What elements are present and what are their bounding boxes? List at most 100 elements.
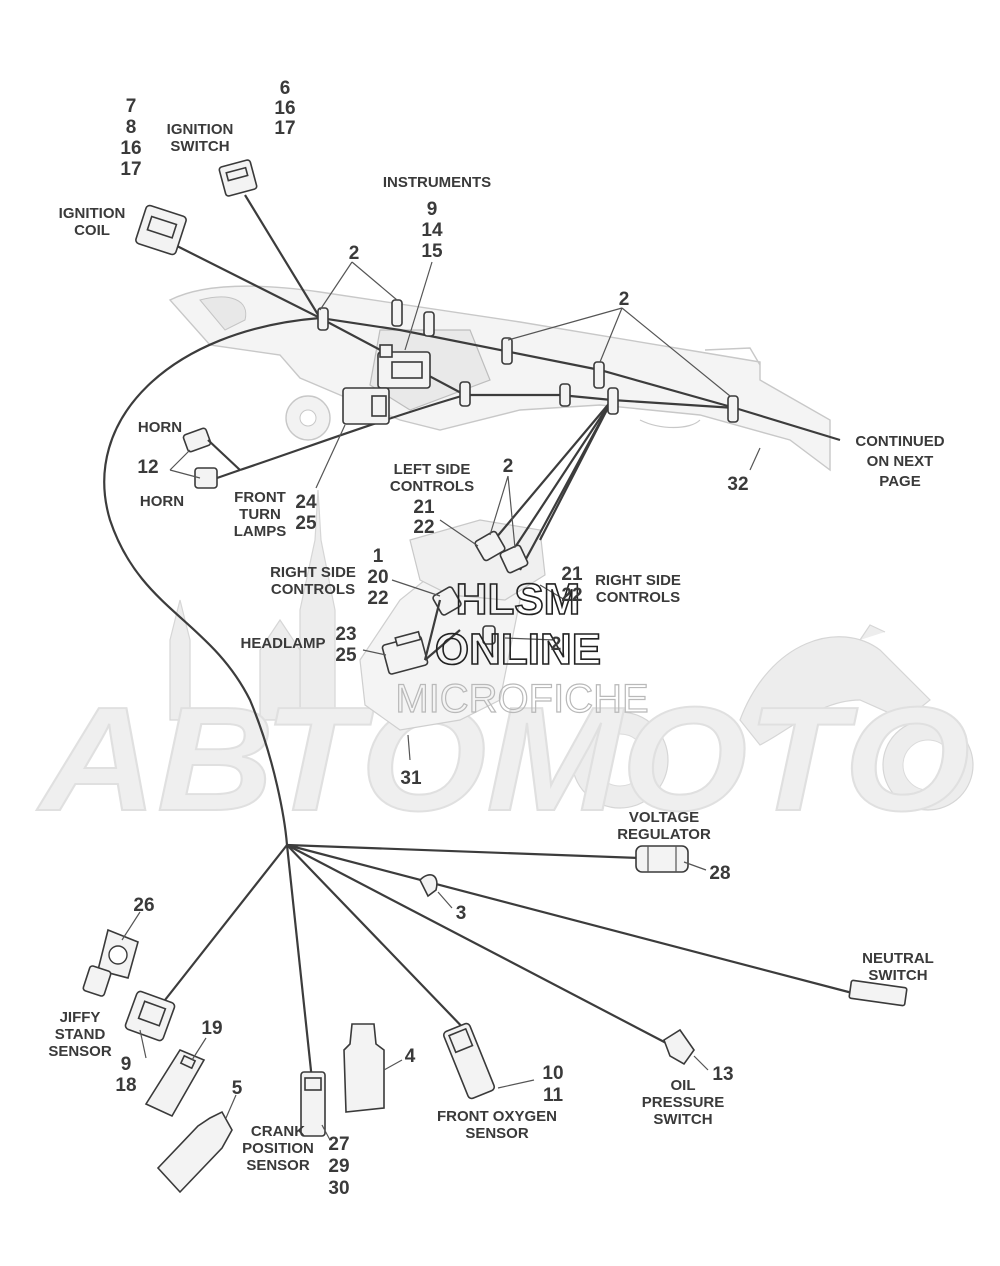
clip-icon	[391, 299, 403, 327]
ignition-coil-label-2: COIL	[74, 222, 110, 239]
ref-number: 25	[295, 513, 317, 534]
motorcycle-watermark-icon	[571, 624, 974, 811]
hlsm-watermark: HLSM ONLINE MICROFICHE	[395, 574, 650, 721]
ref-number: 16	[120, 138, 141, 159]
watermark-line3: MICROFICHE	[395, 677, 648, 721]
ref-number: 14	[421, 220, 443, 241]
ref-number: 25	[335, 645, 357, 666]
ref-number: 10	[542, 1063, 563, 1084]
ref-number: 31	[400, 768, 422, 789]
continued-label-3: PAGE	[879, 473, 920, 490]
ignition-switch-connector-icon	[218, 159, 258, 197]
harness-clip-icon	[419, 874, 438, 898]
ref-number: 15	[421, 241, 443, 262]
oil-pressure-label-3: SWITCH	[653, 1111, 712, 1128]
front-turn-lamps-label-3: LAMPS	[234, 523, 287, 540]
clip-ref: 2	[551, 634, 562, 655]
oil-pressure-label-2: PRESSURE	[642, 1094, 725, 1111]
ref-number: 21	[561, 564, 583, 585]
continued-label-1: CONTINUED	[855, 433, 944, 450]
jiffy-stand-label-2: STAND	[55, 1026, 106, 1043]
voltage-regulator-label-2: REGULATOR	[617, 826, 711, 843]
headlamp-connector-icon	[381, 630, 429, 675]
right-side-controls-label-1: RIGHT SIDE	[270, 564, 356, 581]
ref-number: 5	[232, 1078, 243, 1099]
ref-number: 28	[709, 863, 730, 884]
horn-label-top: HORN	[138, 419, 182, 436]
neutral-switch-label-2: SWITCH	[868, 967, 927, 984]
ignition-coil-label-1: IGNITION	[59, 205, 126, 222]
clip-icon	[423, 311, 435, 337]
ref-number: 32	[727, 474, 748, 495]
crank-position-sensor-connector-icon	[300, 1071, 326, 1137]
oxygen-label-1: FRONT OXYGEN	[437, 1108, 557, 1125]
ref-number: 17	[120, 159, 141, 180]
left-side-controls-label-1: LEFT SIDE	[394, 461, 471, 478]
ref-number: 18	[115, 1075, 136, 1096]
ref-number: 13	[712, 1064, 733, 1085]
ignition-switch-label-2: SWITCH	[170, 138, 229, 155]
continued-label-2: ON NEXT	[867, 453, 934, 470]
ref-number: 9	[121, 1054, 132, 1075]
connector-cover-icon	[343, 1023, 385, 1113]
clip-icon	[501, 337, 513, 365]
clip-icon	[317, 307, 329, 331]
oil-pressure-label-1: OIL	[671, 1077, 696, 1094]
jiffy-stand-label-1: JIFFY	[60, 1009, 101, 1026]
ref-number: 4	[405, 1046, 416, 1067]
connector-icon	[144, 1049, 206, 1118]
crank-label-1: CRANK	[251, 1123, 305, 1140]
ref-number: 27	[328, 1134, 349, 1155]
watermark-artwork: АВТОМОТО	[35, 489, 974, 843]
ref-number: 23	[335, 624, 356, 645]
voltage-regulator-label-1: VOLTAGE	[629, 809, 699, 826]
clip-ref: 2	[503, 456, 514, 477]
neutral-switch-connector-icon	[848, 979, 908, 1007]
clip-ref: 2	[349, 243, 360, 264]
ref-number: 29	[328, 1156, 349, 1177]
clip-icon	[482, 625, 496, 645]
clip-ref: 2	[619, 289, 630, 310]
right-side-controls-label-3: RIGHT SIDE	[595, 572, 681, 589]
connector-icon	[124, 990, 176, 1042]
ref-number: 17	[274, 118, 295, 139]
horn-label-bottom: HORN	[140, 493, 184, 510]
left-side-controls-label-2: CONTROLS	[390, 478, 474, 495]
ref-number: 7	[126, 96, 137, 117]
callout-labels: IGNITION SWITCH 6 16 17 IGNITION COIL 7 …	[48, 78, 944, 1199]
clip-icon	[607, 387, 619, 415]
front-turn-lamps-label-1: FRONT	[234, 489, 286, 506]
headlamp-label: HEADLAMP	[241, 635, 326, 652]
instruments-connector-icon	[377, 344, 431, 389]
horn-connector-icon	[182, 427, 212, 453]
ref-number: 22	[561, 585, 582, 606]
right-side-controls-label-2: CONTROLS	[271, 581, 355, 598]
voltage-regulator-connector-icon	[635, 845, 689, 873]
ref-number: 26	[133, 895, 154, 916]
ref-number: 3	[456, 903, 467, 924]
jiffy-stand-label-3: SENSOR	[48, 1043, 112, 1060]
front-turn-lamps-label-2: TURN	[239, 506, 281, 523]
ref-number: 21	[413, 497, 435, 518]
right-side-controls-connector-icon	[499, 544, 529, 574]
jiffy-stand-sensor-icon	[82, 928, 139, 997]
cable-clips	[317, 299, 739, 423]
oil-pressure-switch-connector-icon	[663, 1028, 695, 1066]
right-side-controls-label-4: CONTROLS	[596, 589, 680, 606]
ref-number: 1	[373, 546, 384, 567]
watermark-line2: ONLINE	[435, 625, 601, 674]
clip-icon	[559, 383, 571, 407]
left-side-controls-connector-icon	[474, 530, 506, 562]
crank-label-3: SENSOR	[246, 1157, 310, 1174]
clip-icon	[727, 395, 739, 423]
neutral-switch-label-1: NEUTRAL	[862, 950, 934, 967]
ref-number: 24	[295, 492, 317, 513]
ref-number: 30	[328, 1178, 349, 1199]
harness-wires	[103, 194, 861, 1081]
front-turn-lamps-connector-icon	[342, 387, 390, 425]
ref-number: 19	[201, 1018, 222, 1039]
clip-icon	[593, 361, 605, 389]
connector-cover-icon	[156, 1110, 233, 1194]
ref-number: 9	[427, 199, 438, 220]
